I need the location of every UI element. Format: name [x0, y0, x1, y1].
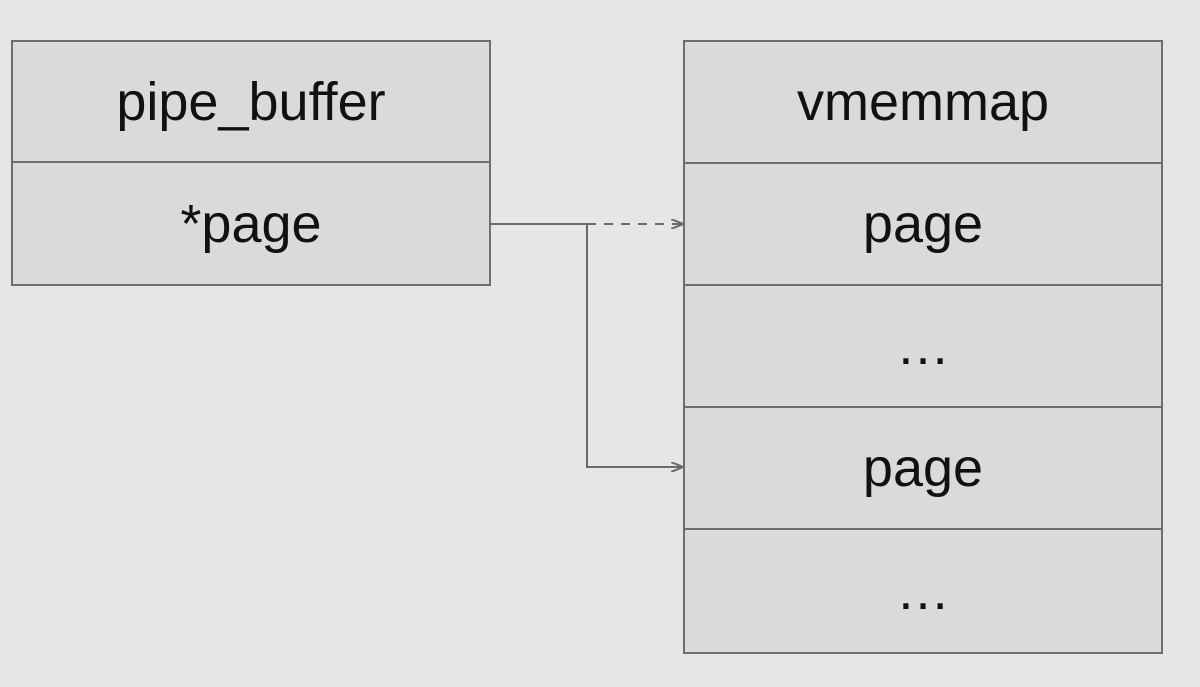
- solid-arrow-to-page-2: [586, 224, 682, 467]
- vmemmap-entry-ellipsis-1: …: [685, 286, 1161, 408]
- vmemmap-array: vmemmap page … page …: [683, 40, 1163, 654]
- vmemmap-entry-ellipsis-2: …: [896, 561, 950, 621]
- pipe-buffer-header: pipe_buffer: [13, 42, 489, 163]
- pipe-buffer-struct: pipe_buffer *page: [11, 40, 491, 286]
- vmemmap-entry-page-1: page: [685, 164, 1161, 286]
- page-pointer-field: *page: [180, 193, 322, 254]
- vmemmap-entry-page-2: page: [685, 408, 1161, 530]
- vmemmap-header: vmemmap: [685, 42, 1161, 164]
